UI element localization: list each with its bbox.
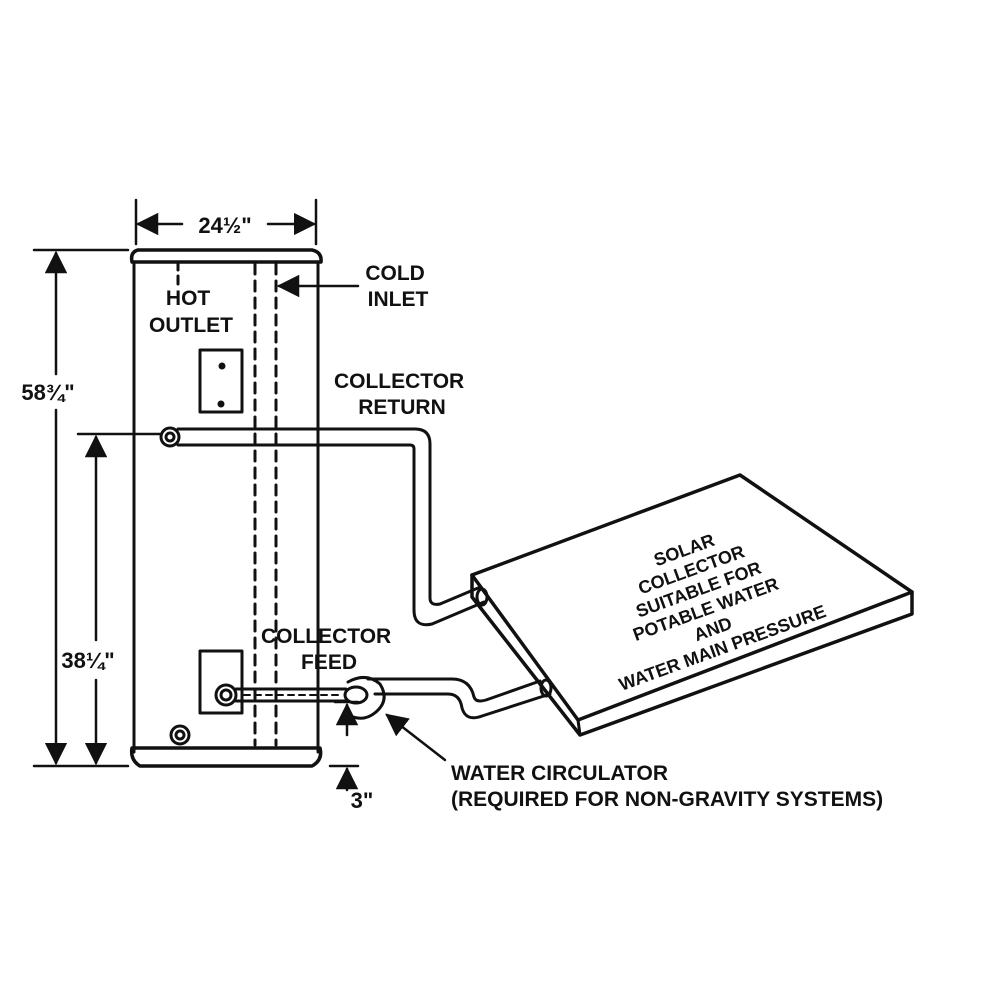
upper-access-panel: [198, 348, 244, 414]
circulator-pump: [343, 676, 386, 720]
feed-fitting-inner: [219, 688, 233, 702]
lower-access-panel: [198, 649, 244, 715]
return-fitting: [159, 426, 181, 448]
dimension-height-total: [32, 248, 130, 768]
dimension-height-return: [76, 432, 162, 766]
panel-screw-bottom: [217, 400, 225, 408]
drain-valve-inner: [174, 729, 186, 741]
water-heater-tank: [129, 248, 323, 768]
hot-outlet-label: HOT OUTLET: [149, 287, 233, 337]
solar-collector-panel: [470, 473, 914, 737]
return-height-dimension-label: 38¼": [61, 648, 114, 673]
drain-valve: [169, 724, 191, 746]
total-height-dimension-label: 58¾": [21, 380, 74, 405]
width-dimension-label: 24½": [198, 213, 251, 238]
circulator-hub: [343, 685, 369, 705]
feed-offset-dimension-label: 3": [351, 788, 374, 813]
circulator-leader: [385, 713, 447, 762]
panel-screw-top: [218, 362, 226, 370]
collector-return-label: COLLECTOR RETURN: [334, 370, 470, 419]
solar-collector-label: SOLAR COLLECTOR SUITABLE FOR POTABLE WAT…: [580, 502, 828, 694]
collector-front-edge: [576, 718, 582, 737]
return-fitting-inner: [164, 431, 176, 443]
collector-feed-pipe: [214, 676, 552, 720]
dimension-feed-offset: [328, 700, 360, 792]
water-circulator-label: WATER CIRCULATOR (REQUIRED FOR NON-GRAVI…: [451, 762, 883, 811]
feed-fitting: [214, 683, 238, 707]
dimension-width: [134, 198, 318, 246]
collector-feed-label: COLLECTOR FEED: [261, 625, 397, 674]
tank-top-cap: [129, 248, 323, 264]
collector-return-pipe: [159, 426, 486, 627]
tank-bottom-base: [129, 746, 323, 768]
cold-inlet-label: COLD INLET: [365, 262, 430, 311]
